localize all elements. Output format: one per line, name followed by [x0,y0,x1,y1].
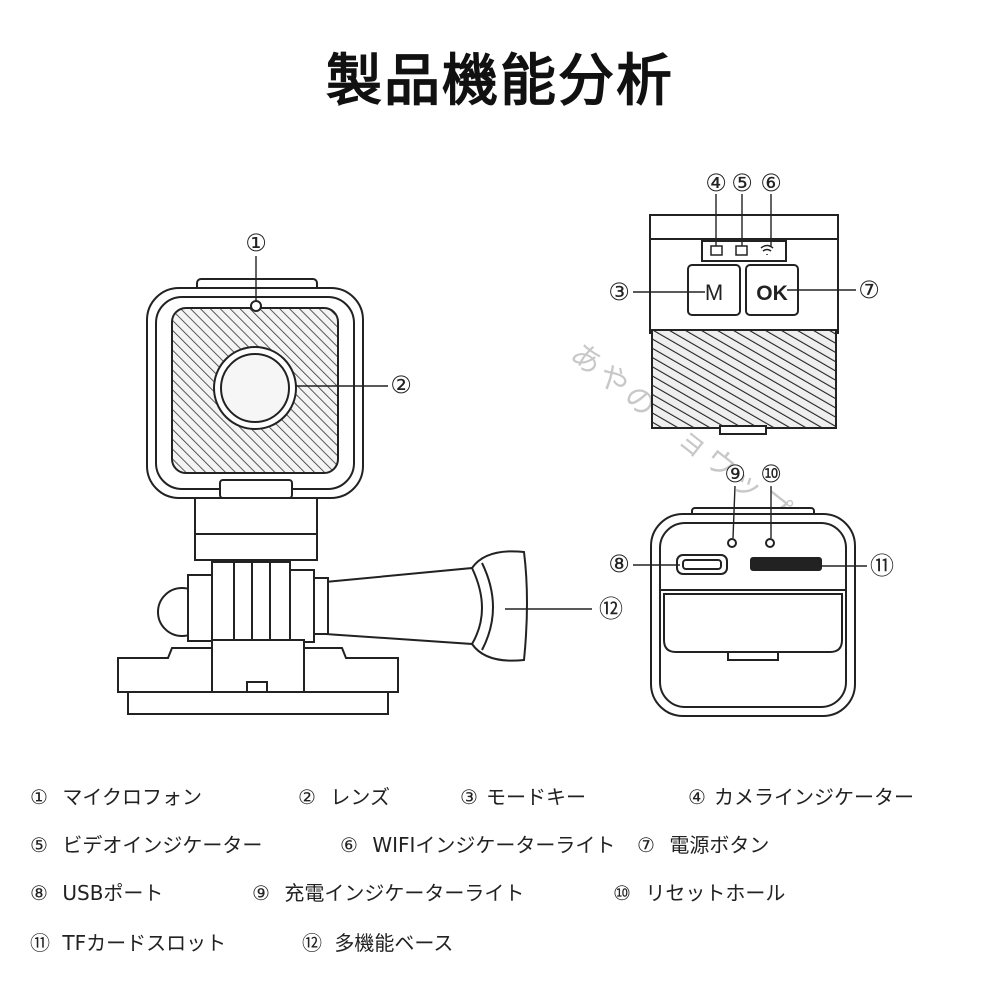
callout-5: ⑤ [731,169,753,197]
legend-item-reset-hole: ⑩ リセットホール [613,881,786,905]
legend-item-tf-card-slot: ⑪ TFカードスロット [30,931,227,955]
legend-item-multi-function-base: ⑫ 多機能ベース [302,931,454,955]
lens-inner [220,353,290,423]
charging-indicator [727,538,737,548]
legend-item-usb-port: ⑧ USBポート [30,881,164,905]
power-button-label: OK [756,282,788,305]
legend-item-video-indicator: ⑤ ビデオインジケーター [30,833,263,857]
camera-rear-view [650,507,856,717]
video-indicator-icon [735,245,748,256]
callout-numbers: ① ② ③ ④ ⑤ ⑥ ⑦ ⑧ ⑨ ⑩ ⑪ ⑫ [245,169,894,623]
legend-item-microphone: ① マイクロフォン [30,785,202,809]
legend-item-charging-indicator: ⑨ 充電インジケーターライト [252,881,525,905]
callout-9: ⑨ [724,460,746,488]
callout-8: ⑧ [608,550,630,578]
callout-10: ⑩ [760,460,782,488]
callout-12: ⑫ [599,595,623,623]
callout-6: ⑥ [760,169,782,197]
legend-item-wifi-indicator: ⑥ WIFIインジケーターライト [340,833,616,857]
callout-1: ① [245,229,267,257]
leader-lines [255,194,867,610]
callout-11: ⑪ [870,552,894,580]
camera-top-view [649,214,839,435]
page-title: 製品機能分析 [326,49,674,114]
camera-front-view [146,278,364,499]
reset-hole [765,538,775,548]
mode-button[interactable]: M [687,264,741,316]
microphone-hole [250,300,262,312]
legend-item-power-button: ⑦ 電源ボタン [637,833,770,857]
callout-4: ④ [705,169,727,197]
callout-2: ② [390,371,412,399]
mode-button-label: M [705,280,723,305]
multi-function-base [117,550,528,715]
camera-indicator-icon [710,245,723,256]
wifi-indicator-icon [760,244,774,255]
mount-neck [194,497,318,561]
callout-7: ⑦ [858,276,880,304]
tf-card-slot [750,557,822,571]
legend-item-lens: ② レンズ [298,785,390,809]
callout-3: ③ [608,278,630,306]
